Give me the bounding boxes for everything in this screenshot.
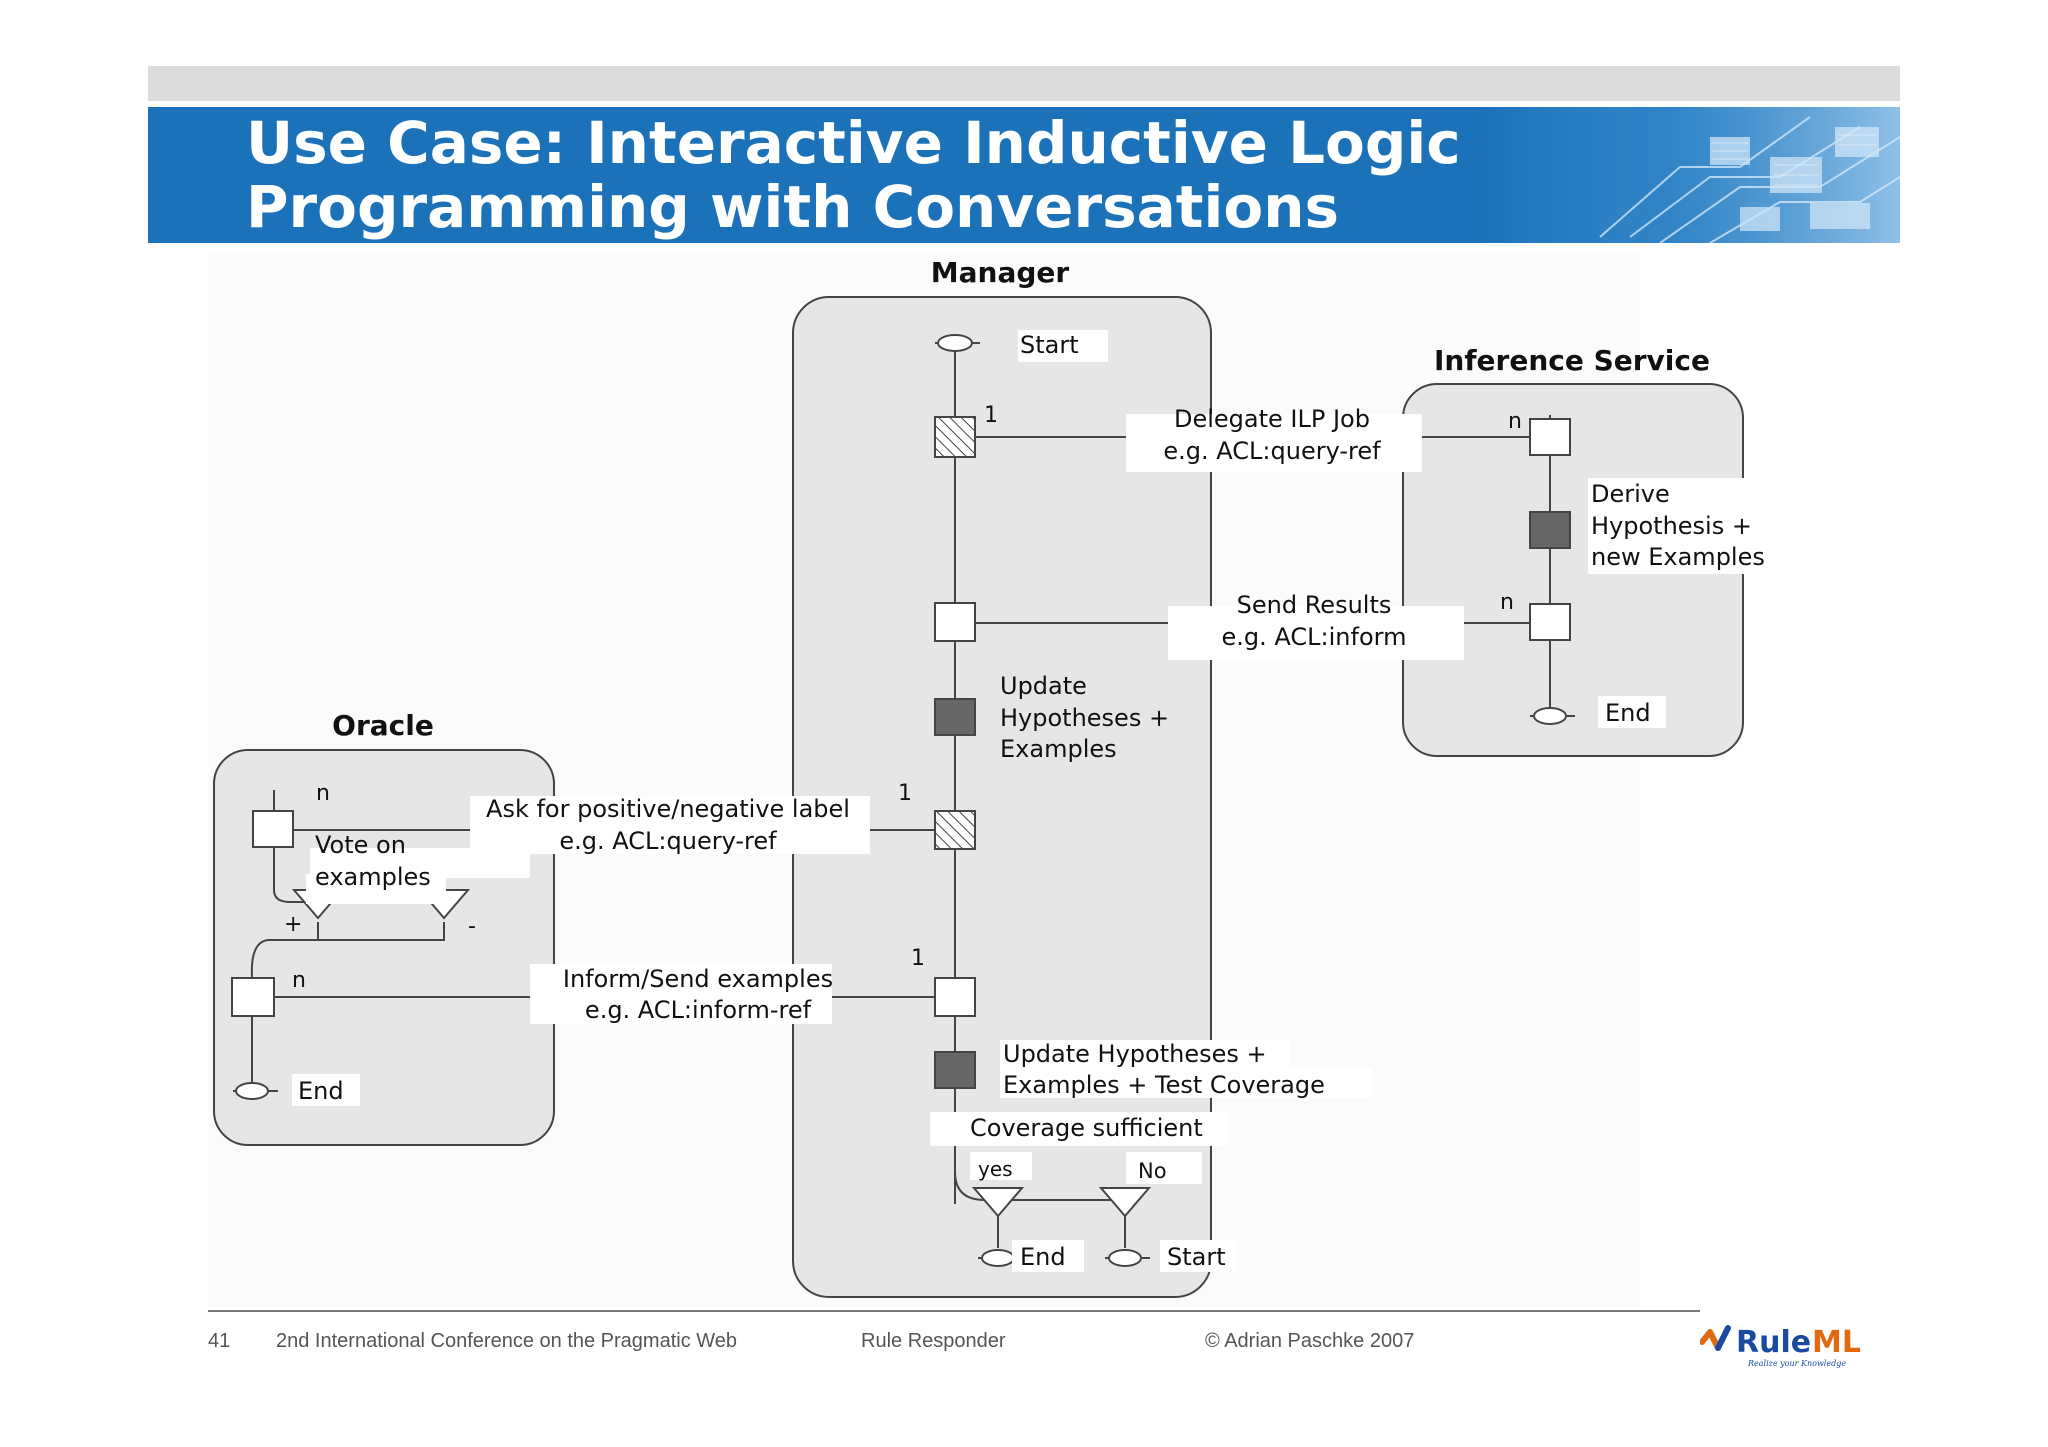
derive-hypothesis-activity <box>1529 511 1571 549</box>
footer-talk-title: Rule Responder <box>861 1330 1006 1352</box>
vote-line-1: Vote on <box>315 831 406 859</box>
circuit-board-image <box>1480 107 1900 243</box>
inference-end-label: End <box>1605 699 1651 727</box>
delegate-multiplicity: 1 <box>984 403 998 428</box>
slide-title: Use Case: Interactive Inductive Logic Pr… <box>246 111 1461 239</box>
update-coverage-line-1: Update Hypotheses + <box>1003 1040 1267 1068</box>
oracle-lane-title: Oracle <box>332 709 434 742</box>
ask-label-send-node <box>934 810 976 850</box>
results-send-node <box>1529 603 1571 641</box>
derive-line-2: Hypothesis + <box>1591 512 1752 540</box>
ask-label-receive-node <box>252 810 294 848</box>
results-message-line-2: e.g. ACL:inform <box>1222 623 1407 651</box>
ask-multiplicity: 1 <box>898 781 912 806</box>
vote-line-2: examples <box>315 863 431 891</box>
manager-end-label: End <box>1020 1243 1066 1271</box>
oracle-end-node <box>233 1082 278 1100</box>
ask-message-line-1: Ask for positive/negative label <box>486 795 850 823</box>
svg-text:ML: ML <box>1812 1325 1861 1360</box>
manager-start-node <box>935 334 980 352</box>
delegate-receive-multiplicity: n <box>1508 409 1522 434</box>
results-message-line-1: Send Results <box>1237 591 1392 619</box>
delegate-message-line-1: Delegate ILP Job <box>1174 405 1370 433</box>
results-receive-node <box>934 602 976 642</box>
ask-receive-multiplicity: n <box>316 781 330 806</box>
ask-message-line-2: e.g. ACL:query-ref <box>559 827 777 855</box>
footer-copyright: © Adrian Paschke 2007 <box>1205 1330 1415 1352</box>
update-hypotheses-line-3: Examples <box>1000 735 1117 763</box>
manager-start-label: Start <box>1020 331 1079 359</box>
yes-branch-label: yes <box>978 1157 1013 1181</box>
derive-line-3: new Examples <box>1591 543 1765 571</box>
manager-lane-title: Manager <box>931 256 1070 289</box>
title-line-1: Use Case: Interactive Inductive Logic <box>246 109 1461 177</box>
no-branch-label: No <box>1138 1159 1167 1183</box>
inform-message-line-1: Inform/Send examples <box>563 965 833 993</box>
oracle-end-label: End <box>298 1077 344 1105</box>
oracle-flow <box>250 790 445 1085</box>
page-number: 41 <box>208 1330 231 1352</box>
label-backgrounds <box>292 330 1768 1272</box>
footer-rule <box>208 1310 1700 1312</box>
examples-send-multiplicity: n <box>292 968 306 993</box>
ruleml-logo: Rule ML Realize your Knowledge <box>1700 1325 1861 1368</box>
update-hypotheses-line-1: Update <box>1000 672 1087 700</box>
title-band: Use Case: Interactive Inductive Logic Pr… <box>148 107 1900 243</box>
examples-receive-node <box>934 977 976 1017</box>
coverage-sufficient-label: Coverage sufficient <box>970 1114 1203 1142</box>
manager-restart-label: Start <box>1167 1243 1226 1271</box>
update-coverage-activity <box>934 1051 976 1089</box>
header-strip <box>148 66 1900 101</box>
yes-branch-triangle <box>971 1187 1025 1218</box>
footer-conference: 2nd International Conference on the Prag… <box>276 1330 738 1352</box>
inform-message-line-2: e.g. ACL:inform-ref <box>585 996 812 1024</box>
delegate-message-line-2: e.g. ACL:query-ref <box>1163 437 1381 465</box>
svg-text:Rule: Rule <box>1736 1325 1811 1360</box>
update-hypotheses-line-2: Hypotheses + <box>1000 704 1169 732</box>
examples-send-node <box>231 977 275 1017</box>
svg-text:Realize your Knowledge: Realize your Knowledge <box>1747 1359 1846 1368</box>
delegate-send-node <box>934 416 976 458</box>
inference-lane-title: Inference Service <box>1434 344 1710 377</box>
update-hypotheses-activity <box>934 698 976 736</box>
title-line-2: Programming with Conversations <box>246 173 1340 241</box>
results-send-multiplicity: n <box>1500 590 1514 615</box>
examples-multiplicity: 1 <box>911 946 925 971</box>
derive-line-1: Derive <box>1591 480 1670 508</box>
delegate-receive-node <box>1529 418 1571 456</box>
no-branch-triangle <box>1098 1187 1152 1218</box>
negative-vote-label: - <box>468 914 476 939</box>
positive-vote-label: + <box>284 912 302 937</box>
update-coverage-line-2: Examples + Test Coverage <box>1003 1071 1325 1099</box>
manager-restart-node <box>1105 1249 1150 1267</box>
inference-end-node <box>1530 707 1575 725</box>
